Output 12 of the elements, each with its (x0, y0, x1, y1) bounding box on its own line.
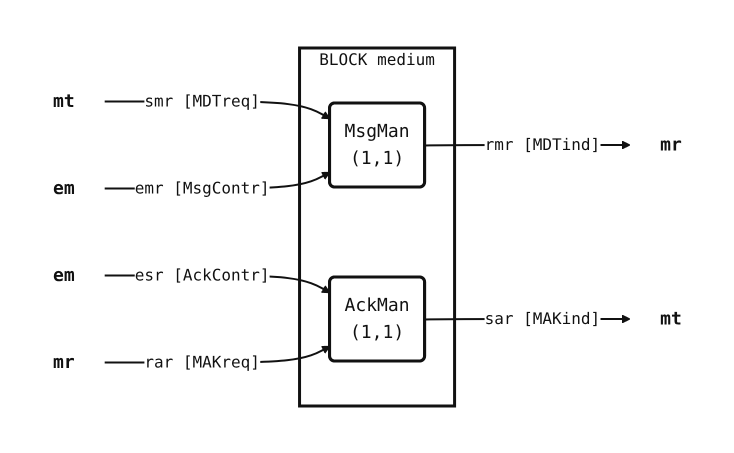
edge-label: rmr [MDTind] (484, 134, 600, 154)
node-text: em (52, 264, 74, 286)
node-text: em (52, 178, 74, 198)
edge-label: sar [MAKind] (484, 308, 600, 328)
node-text: mt (660, 308, 682, 329)
edge-label: smr [MDTreq] (144, 91, 260, 110)
edge-label: rar [MAKreq] (144, 352, 260, 371)
node-text: mt (52, 90, 74, 112)
edge-label: esr [AckContr] (134, 265, 270, 284)
edge-label: emr [MsgContr] (134, 178, 270, 197)
node-text: mr (52, 352, 74, 372)
node-text: mr (660, 134, 682, 155)
